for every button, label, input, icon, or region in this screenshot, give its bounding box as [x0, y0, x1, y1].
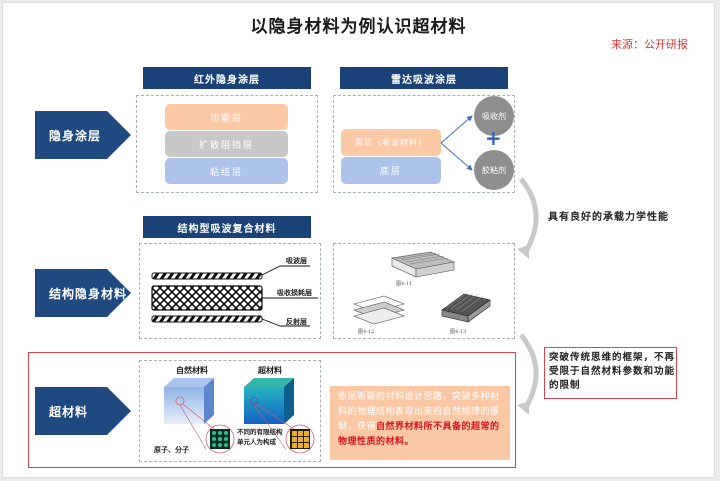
reflective-layer — [151, 315, 263, 323]
row-tag-structural-stealth: 结构隐身材料 — [35, 269, 131, 317]
breakthrough-note-box: 突破传统思维的框架，不再受限于自然材料参数和功能的限制 — [544, 347, 677, 399]
curved-arrow-icon — [517, 177, 539, 259]
metamaterial-definition: 依据新颖的材料设计思路，突破多种材料的物理结构表现出来的自然规律的限制，获得自然… — [330, 386, 510, 460]
curved-arrow-icon — [517, 333, 539, 415]
label-absorbing-layer: 吸波层 — [286, 256, 307, 265]
metamaterial-frame — [28, 352, 516, 468]
row-tag-label: 隐身涂层 — [49, 128, 102, 143]
cube-illustrations — [164, 378, 315, 454]
definition-text: 依据新颖的材料设计思路，突破多种材料的物理结构表现出来的自然规律的限制，获得 — [338, 392, 500, 432]
sandwich-diagram-2 — [353, 295, 405, 325]
caption-fig-2: 图4-12 — [358, 329, 375, 335]
label-loss-layer: 吸收损耗层 — [277, 288, 312, 297]
radar-coating-panel: 面层（吸波材料） 底层 吸收剂 + 胶粘剂 — [333, 95, 515, 193]
sandwich-diagram-1 — [390, 251, 456, 278]
structural-diagrams-panel: 图4-11 图4-12 图4-13 — [333, 243, 515, 339]
layer-surface-absorbing: 面层（吸波材料） — [341, 129, 441, 156]
adhesive-circle: 胶粘剂 — [474, 150, 514, 190]
natural-material-label: 自然材料 — [176, 365, 208, 375]
absorber-circle: 吸收剂 — [474, 96, 514, 136]
infrared-coating-header: 红外隐身涂层 — [143, 67, 311, 89]
metamaterial-cube — [244, 378, 315, 454]
branch-arrows — [440, 115, 473, 171]
sandwich-panel-illustrations — [353, 251, 491, 325]
row-tag-metamaterial: 超材料 — [35, 387, 131, 435]
caption-fig-3: 图4-13 — [450, 329, 467, 335]
plus-icon: + — [485, 126, 502, 150]
definition-highlight: 自然界材料所不具备的超常的物理性质的材料。 — [338, 422, 500, 447]
radar-coating-header: 雷达吸波涂层 — [340, 67, 508, 89]
row-tag-label: 超材料 — [49, 404, 89, 419]
layer-base: 底层 — [341, 157, 441, 184]
page: 以隐身材料为例认识超材料 来源：公开研报 隐身涂层 结构隐身材料 超材料 红外隐… — [2, 2, 715, 478]
caption-fig-1: 图4-11 — [396, 281, 413, 287]
metamaterial-comparison-panel: 自然材料 超材料 原子、分子 不同的有限结构单元人为构成 — [139, 360, 321, 462]
loss-layer — [151, 285, 263, 311]
infrared-coating-panel: 功能层 扩散阻挡层 粘结层 — [136, 95, 318, 193]
structural-unit-label: 不同的有限结构单元人为构成 — [237, 428, 283, 446]
arrow-to-absorber — [440, 115, 473, 144]
absorbing-layer — [151, 272, 263, 280]
layer-stack-diagram — [151, 265, 318, 327]
page-title: 以隐身材料为例认识超材料 — [250, 17, 467, 37]
sandwich-diagram-3 — [441, 291, 491, 323]
row-tag-stealth-coating: 隐身涂层 — [35, 111, 131, 159]
atoms-molecules-label: 原子、分子 — [154, 445, 189, 454]
structural-composite-panel: 吸波层 吸收损耗层 反射层 — [139, 243, 321, 339]
arrow-to-adhesive — [440, 142, 473, 171]
structural-composite-header: 结构型吸波复合材料 — [143, 216, 311, 238]
layer-diffusion-barrier: 扩散阻挡层 — [165, 131, 288, 157]
natural-material-cube — [164, 378, 235, 454]
metamaterial-label: 超材料 — [258, 365, 282, 375]
source-label: 来源：公开研报 — [611, 38, 688, 51]
layer-functional: 功能层 — [165, 104, 288, 130]
label-reflective-layer: 反射层 — [286, 317, 307, 326]
row-tag-label: 结构隐身材料 — [49, 286, 128, 301]
breakthrough-note: 突破传统思维的框架，不再受限于自然材料参数和功能的限制 — [549, 352, 676, 391]
layer-bonding: 粘结层 — [165, 158, 288, 184]
mechanical-performance-note: 具有良好的承载力学性能 — [548, 212, 669, 223]
